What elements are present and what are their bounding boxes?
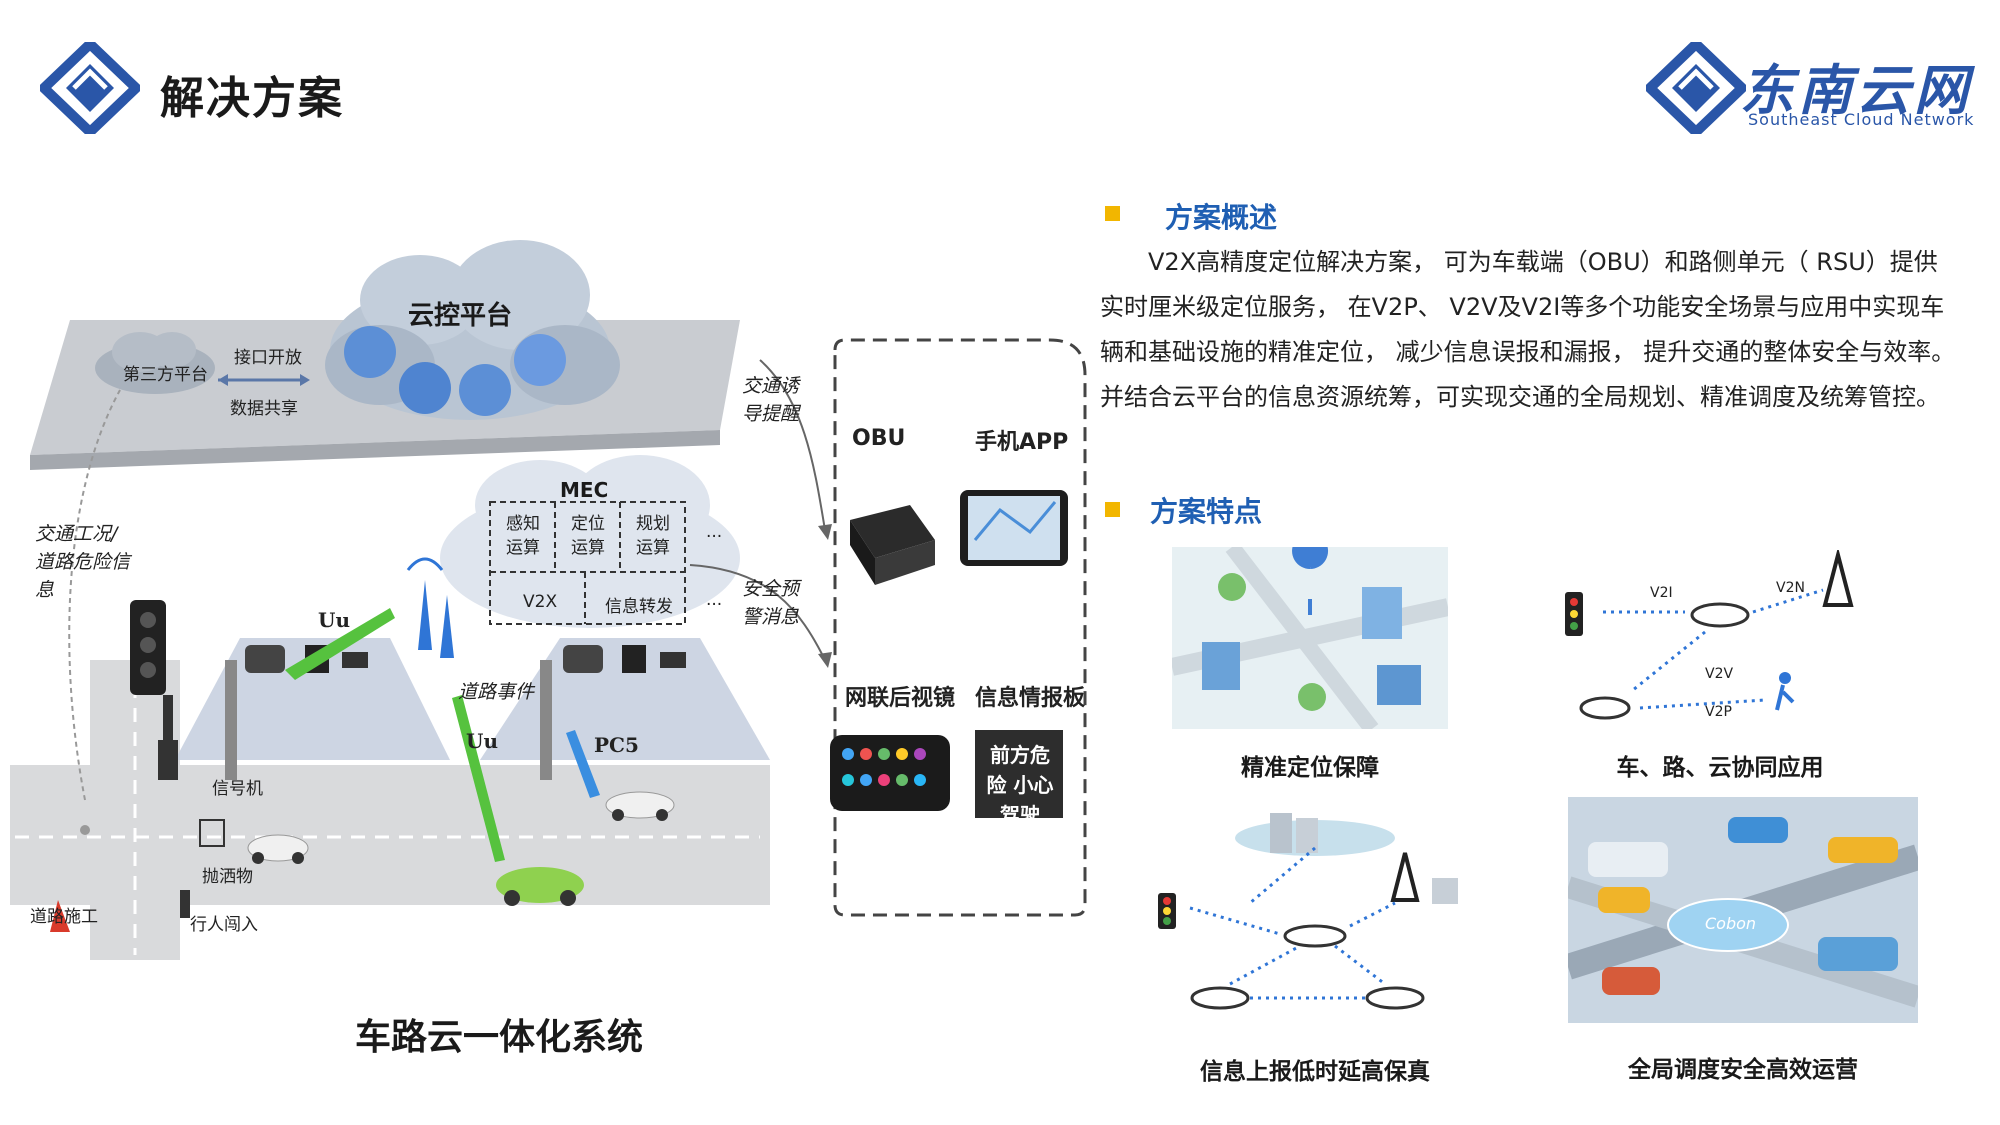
tower-icon-2 <box>1390 852 1420 902</box>
rsu-pole-right-icon <box>540 645 686 780</box>
pc5-label: PC5 <box>594 733 639 757</box>
v2x-cooperation-image <box>1565 550 1854 720</box>
construction-cone-icon <box>50 900 70 932</box>
global-dispatch-image <box>1568 797 1918 1023</box>
cobon-cloud-label: Cobon <box>1705 914 1757 933</box>
tower-icon <box>1822 550 1854 607</box>
traffic-info-line <box>68 389 121 801</box>
feature-caption-2: 车、路、云协同应用 <box>1616 755 1824 781</box>
signal-label: 信号机 <box>212 779 263 799</box>
feature-caption-1: 精准定位保障 <box>1241 755 1379 781</box>
device-obu-label: OBU <box>852 426 906 451</box>
uu-signal-arrow <box>285 608 395 680</box>
mec-cell-sensing: 感知运算 <box>506 514 540 558</box>
pc5-signal-arrow <box>566 730 600 798</box>
cloud-platform-label: 云控平台 <box>408 301 513 331</box>
mec-cell-positioning: 定位运算 <box>571 514 605 558</box>
base-station-icon <box>406 557 454 658</box>
third-party-cloud-icon <box>95 332 215 394</box>
overview-bullet-icon <box>1105 206 1120 221</box>
rearview-mirror-icon <box>830 735 950 811</box>
device-board-label: 信息情报板 <box>975 686 1086 711</box>
traffic-light-small-icon <box>1565 592 1583 636</box>
overview-title: 方案概述 <box>1165 201 1278 234</box>
info-board-text: 前方危险 小心驾驶 <box>986 743 1054 827</box>
pedestrian-label: 行人闯入 <box>190 915 258 935</box>
v2p-label: V2P <box>1705 704 1732 720</box>
cloud-control-cloud-icon <box>325 240 620 420</box>
interface-open-label: 接口开放 <box>234 348 302 368</box>
vehicle-road-cloud-diagram <box>10 240 1087 960</box>
v2i-label: V2I <box>1650 585 1673 601</box>
page-title: 解决方案 <box>160 73 344 124</box>
third-party-label: 第三方平台 <box>123 365 208 385</box>
brand-name: 东南云网 <box>1740 58 1972 122</box>
mec-cell-v2x: V2X <box>523 592 558 612</box>
company-logo-icon <box>40 42 140 134</box>
device-mirror-label: 网联后视镜 <box>845 686 956 711</box>
mec-more-dots-1: ... <box>706 522 723 542</box>
car-icon-bottom <box>1579 696 1631 720</box>
safety-msg-label: 安全预警消息 <box>742 578 800 628</box>
server-icon <box>1270 813 1292 853</box>
low-latency-report-image <box>1158 813 1458 1010</box>
v2n-label: V2N <box>1776 580 1805 596</box>
diagram-caption: 车路云一体化系统 <box>355 1017 644 1058</box>
feature-caption-4: 全局调度安全高效运营 <box>1628 1057 1858 1083</box>
traffic-light-icon <box>130 600 173 745</box>
car-green-icon <box>496 867 584 906</box>
phone-app-icon <box>960 490 1068 566</box>
mec-cell-forwarding: 信息转发 <box>605 597 673 617</box>
mec-cloud-icon <box>440 455 740 628</box>
debris-icon <box>199 819 225 847</box>
mec-label: MEC <box>560 478 609 502</box>
mec-box <box>489 501 686 625</box>
device-app-label: 手机APP <box>975 430 1069 455</box>
overview-text: V2X高精度定位解决方案， 可为车载端（OBU）和路侧单元（ RSU）提供实时厘… <box>1100 248 1956 411</box>
brand-logo-icon <box>1646 42 1746 134</box>
car-white-icon-1 <box>605 791 675 821</box>
signal-cabinet-icon <box>158 740 178 780</box>
v2v-label: V2V <box>1705 666 1734 682</box>
uu-label-2: Uu <box>466 729 498 753</box>
traffic-prompt-label: 交通诱导提醒 <box>742 375 800 425</box>
traffic-info-label: 交通工况/道路危险信息 <box>35 523 131 601</box>
mec-cell-planning: 规划运算 <box>636 514 670 558</box>
features-bullet-icon <box>1105 502 1120 517</box>
features-title: 方案特点 <box>1150 495 1263 528</box>
construction-label: 道路施工 <box>30 907 98 927</box>
mec-more-dots-2: ... <box>706 590 723 610</box>
feature-caption-3: 信息上报低时延高保真 <box>1200 1059 1430 1085</box>
car-icon-center <box>1690 602 1750 628</box>
road-event-label: 道路事件 <box>458 681 535 703</box>
car-white-icon-2 <box>247 834 309 864</box>
uu-signal-arrow-2 <box>452 695 505 862</box>
brand-subtitle: Southeast Cloud Network <box>1748 110 1975 129</box>
data-share-label: 数据共享 <box>230 399 298 419</box>
obu-device-icon <box>850 505 935 585</box>
precise-positioning-image <box>1172 547 1448 729</box>
traffic-light-small-icon-2 <box>1158 893 1176 929</box>
pedestrian-run-icon <box>1775 672 1795 711</box>
debris-label: 抛洒物 <box>202 867 253 887</box>
pedestrian-icon <box>180 890 190 918</box>
uu-label-1: Uu <box>318 608 350 632</box>
info-board-icon <box>975 730 1063 818</box>
